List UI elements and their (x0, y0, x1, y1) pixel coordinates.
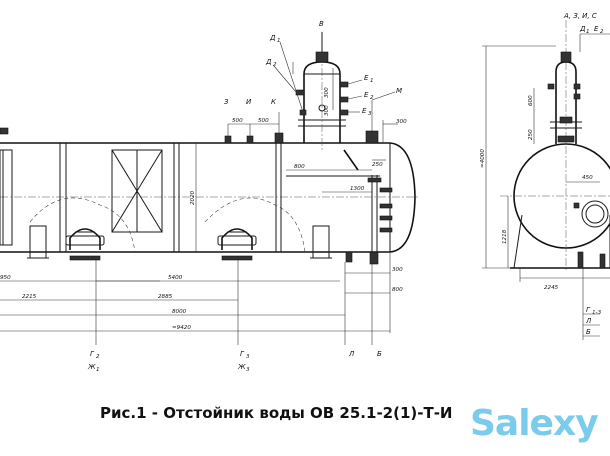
dim-250: 250 (372, 162, 383, 168)
figure-caption: Рис.1 - Отстойник воды ОВ 25.1-2(1)-Т-И (100, 404, 453, 422)
label-Z: З (224, 98, 229, 106)
dim-r-450: 450 (582, 175, 593, 181)
dim-300-top: 300 (324, 87, 330, 98)
label-Zh1: Ж (87, 363, 96, 371)
end-view (482, 20, 610, 340)
label-Zh3: Ж (237, 363, 246, 371)
separator-column (273, 32, 363, 150)
svg-text:3: 3 (368, 111, 372, 117)
right-head (389, 142, 416, 253)
label-right-G: Г (586, 306, 591, 314)
dim-5400: 5400 (168, 275, 183, 281)
label-I: И (246, 98, 252, 106)
nozzle-D2 (295, 89, 305, 96)
label-right-E: Е (594, 25, 599, 33)
nozzle-D1 (299, 109, 307, 116)
nozzle-B (315, 51, 329, 63)
labels: В Д 1 Д 2 Е 1 Е 2 Е 3 З И К М Г 2 Ж 1 Г … (87, 12, 604, 373)
label-E1: Е (364, 74, 369, 82)
nozzle-E1 (339, 81, 349, 88)
label-E3: Е (362, 107, 367, 115)
svg-text:3: 3 (246, 354, 250, 360)
top-nozzles-ZIK (224, 112, 284, 144)
svg-text:1-3: 1-3 (592, 310, 602, 316)
nozzle-L-bottom (345, 251, 353, 263)
label-E2: Е (364, 91, 369, 99)
side-view (0, 32, 420, 345)
left-internal (0, 149, 13, 246)
manhole-2 (217, 228, 257, 261)
manhole-1 (65, 228, 105, 261)
svg-text:1: 1 (277, 38, 281, 44)
dim-2215: 2215 (22, 294, 37, 300)
label-M: М (396, 87, 402, 95)
svg-text:1: 1 (586, 29, 590, 35)
dim-800-top: 800 (294, 164, 305, 170)
watermark-logo: Salexy (470, 403, 599, 444)
dim-r-1218: 1218 (502, 229, 508, 244)
saddle-hidden-1 (29, 197, 136, 253)
dim-300-mid: 300 (324, 105, 330, 116)
svg-text:2: 2 (370, 95, 374, 101)
dim-r-600: 600 (528, 95, 534, 106)
end-view-manhole (581, 200, 609, 228)
nozzle-B-bottom (369, 251, 379, 265)
dim-300-r: 300 (392, 267, 403, 273)
dim-8000: 8000 (172, 309, 187, 315)
label-G2: Г (90, 350, 95, 358)
label-right-D: Д (579, 25, 586, 33)
nozzle-E2 (339, 96, 349, 103)
label-L: Л (348, 350, 355, 358)
dim-r-2245: 2245 (544, 285, 559, 291)
saddle-hidden-2 (204, 197, 306, 253)
label-right-L: Л (585, 317, 592, 325)
dim-300-m: 300 (396, 119, 407, 125)
dim-800-r: 800 (392, 287, 403, 293)
svg-text:1: 1 (370, 78, 374, 84)
dim-9420: ≈9420 (172, 325, 191, 331)
dimension-lines-bottom (0, 120, 398, 345)
label-G3: Г (240, 350, 245, 358)
label-B2: Б (377, 350, 382, 358)
svg-text:2: 2 (600, 29, 604, 35)
inlet-diverter (343, 149, 359, 171)
label-B: В (319, 20, 324, 28)
dim-950: 950 (0, 275, 11, 281)
dim-1300: 1300 (350, 186, 365, 192)
nozzle-M (365, 130, 379, 144)
label-right-top: А, З, И, С (563, 12, 597, 20)
dim-500a: 500 (232, 118, 243, 124)
svg-text:2: 2 (273, 62, 277, 68)
support-left (29, 225, 47, 259)
dim-500b: 500 (258, 118, 269, 124)
dim-r-4000: ≈4000 (480, 149, 486, 168)
end-view-column (555, 61, 577, 144)
dim-2020: 2020 (190, 190, 196, 205)
dimension-texts: 300 300 500 500 300 250 800 1300 2020 95… (0, 87, 593, 331)
dim-2885: 2885 (158, 294, 173, 300)
dim-r-250: 250 (528, 129, 534, 140)
label-K: К (271, 98, 277, 106)
label-D2: Д (265, 58, 272, 66)
label-right-B: Б (586, 328, 591, 336)
label-D1: Д (269, 34, 276, 42)
svg-text:3: 3 (246, 367, 250, 373)
svg-text:2: 2 (96, 354, 100, 360)
svg-text:1: 1 (96, 367, 100, 373)
left-nozzle (0, 127, 9, 135)
nozzle-E3 (339, 109, 349, 116)
support-right (312, 225, 330, 259)
